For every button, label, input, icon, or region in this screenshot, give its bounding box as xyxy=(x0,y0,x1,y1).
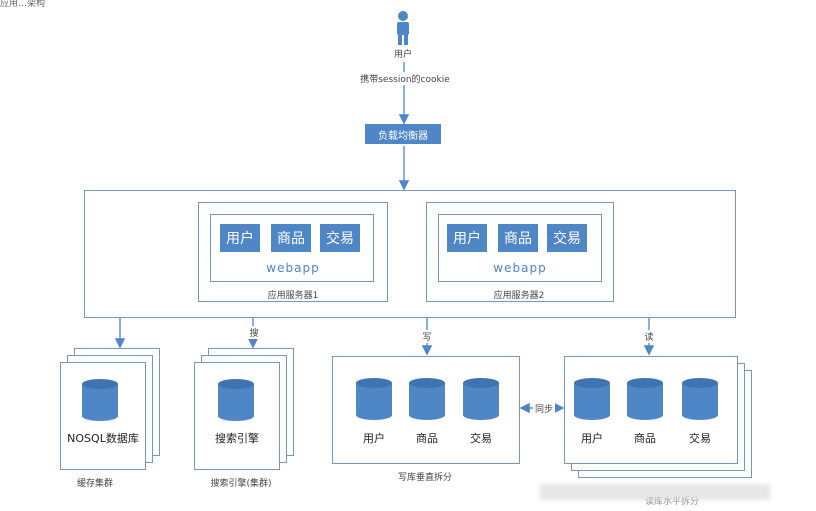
read-db-trade: 交易 xyxy=(689,432,711,445)
write-db-product: 商品 xyxy=(416,432,438,445)
server2-webapp-label: webapp xyxy=(493,261,547,275)
server2-caption: 应用服务器2 xyxy=(493,291,545,301)
write-db-user: 用户 xyxy=(363,432,385,445)
read-db-caption: 读库水平拆分 xyxy=(644,497,699,507)
search-node-label: 搜索引擎 xyxy=(215,432,259,445)
sync-label: 同步 xyxy=(533,402,555,415)
cache-node-label: NOSQL数据库 xyxy=(67,432,139,445)
write-db-trade: 交易 xyxy=(470,432,492,445)
read-db-user: 用户 xyxy=(581,432,603,445)
read-arrow-label: 读 xyxy=(643,330,655,343)
server2-module-trade: 交易 xyxy=(547,224,587,252)
watermark-blur xyxy=(540,484,770,500)
user-label: 用户 xyxy=(393,50,412,60)
write-arrow-label: 写 xyxy=(421,330,433,343)
load-balancer: 负载均衡器 xyxy=(365,124,441,144)
read-db-product: 商品 xyxy=(634,432,656,445)
server2-module-product: 商品 xyxy=(498,224,538,252)
search-cluster-caption: 搜索引擎(集群) xyxy=(210,479,272,489)
top-left-caption: 应用…架构 xyxy=(0,0,46,9)
write-db-caption: 写库垂直拆分 xyxy=(397,473,452,483)
server1-module-user: 用户 xyxy=(220,224,260,252)
cache-cluster-caption: 缓存集群 xyxy=(76,479,113,489)
server1-module-trade: 交易 xyxy=(320,224,360,252)
search-arrow-label: 搜 xyxy=(248,326,260,339)
server2-module-user: 用户 xyxy=(447,224,487,252)
server1-caption: 应用服务器1 xyxy=(267,291,319,301)
server1-module-product: 商品 xyxy=(271,224,311,252)
server1-webapp-label: webapp xyxy=(266,261,320,275)
app-server-cluster xyxy=(84,190,736,318)
cookie-label: 携带session的cookie xyxy=(340,72,470,85)
